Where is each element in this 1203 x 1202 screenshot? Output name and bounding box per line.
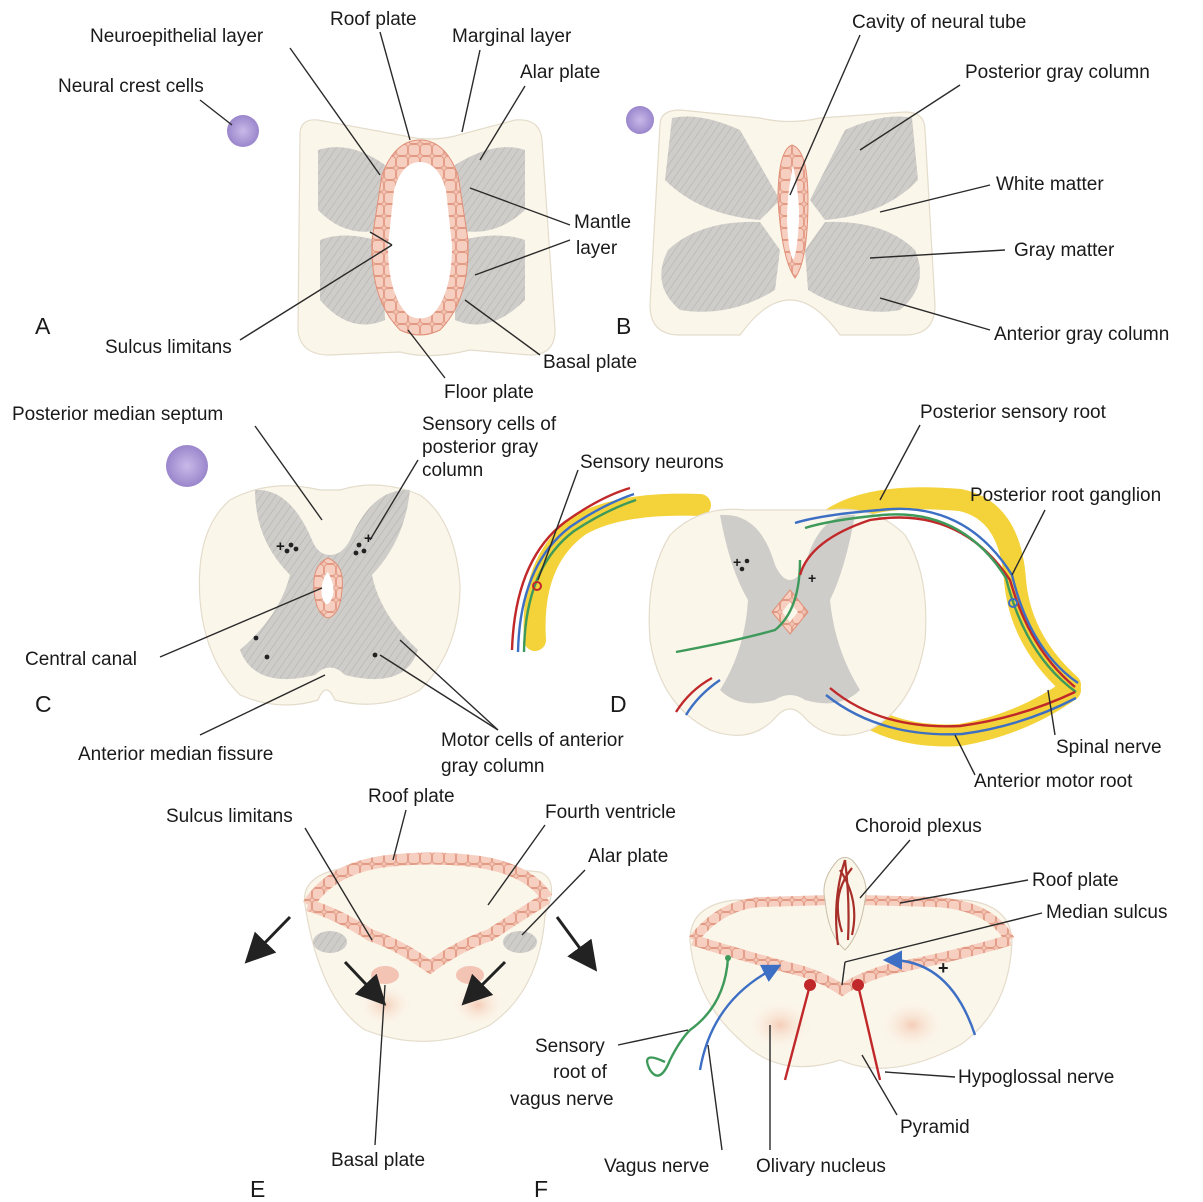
- label-posterior-sensory-root: Posterior sensory root: [920, 402, 1107, 423]
- label-anterior-median-fissure: Anterior median fissure: [78, 744, 273, 765]
- label-roof-plate-a: Roof plate: [330, 9, 417, 30]
- hindbrain-outline-e: [305, 865, 552, 1042]
- label-median-sulcus: Median sulcus: [1046, 902, 1167, 923]
- panel-letter-c: C: [35, 691, 52, 717]
- label-choroid-plexus: Choroid plexus: [855, 816, 982, 837]
- label-central-canal: Central canal: [25, 649, 137, 670]
- basal-plate-left-e: [371, 966, 399, 984]
- label-sensory-cells-3: column: [422, 460, 483, 481]
- label-motor-cells-2: gray column: [441, 756, 545, 777]
- label-alar-plate-a: Alar plate: [520, 62, 600, 83]
- svg-text:+: +: [808, 570, 816, 586]
- panel-letter-b: B: [616, 313, 631, 339]
- label-posterior-median-septum: Posterior median septum: [12, 404, 223, 425]
- label-sulcus-limitans-a: Sulcus limitans: [105, 337, 232, 358]
- label-floor-plate-a: Floor plate: [444, 382, 534, 403]
- label-sensory-cells-1: Sensory cells of: [422, 414, 557, 435]
- sensory-root-node: [725, 955, 731, 961]
- label-hypoglossal-nerve: Hypoglossal nerve: [958, 1067, 1114, 1088]
- alar-plate-left-e: [313, 931, 347, 953]
- label-sensory-cells-2: posterior gray: [422, 437, 539, 458]
- central-cavity: [388, 162, 452, 319]
- arrow-out-right: [557, 917, 590, 962]
- label-basal-plate-a: Basal plate: [543, 352, 637, 373]
- label-spinal-nerve: Spinal nerve: [1056, 737, 1162, 758]
- svg-text:+: +: [733, 554, 741, 570]
- arrow-out-left: [253, 917, 290, 955]
- label-roof-plate-f: Roof plate: [1032, 870, 1119, 891]
- label-anterior-motor-root: Anterior motor root: [974, 771, 1133, 792]
- label-marginal-layer: Marginal layer: [452, 26, 572, 47]
- neural-crest-cells-c: [166, 445, 208, 487]
- panel-letter-f: F: [534, 1176, 548, 1202]
- panel-c: + +: [166, 445, 460, 705]
- panel-d: + +: [512, 488, 1078, 735]
- neural-crest-cells-b: [626, 106, 654, 134]
- panel-a: [227, 115, 555, 356]
- panel-f: +: [647, 858, 1012, 1081]
- label-mantle-layer-2: layer: [576, 238, 618, 259]
- label-olivary-nucleus: Olivary nucleus: [756, 1156, 886, 1177]
- panel-letter-a: A: [35, 313, 51, 339]
- label-sensory-neurons: Sensory neurons: [580, 452, 724, 473]
- label-motor-cells-1: Motor cells of anterior: [441, 730, 624, 751]
- label-cavity-of-neural-tube: Cavity of neural tube: [852, 12, 1026, 33]
- label-sensory-root-1: Sensory: [535, 1036, 605, 1057]
- label-vagus-nerve: Vagus nerve: [604, 1156, 709, 1177]
- panel-letter-e: E: [250, 1176, 265, 1202]
- panel-letter-d: D: [610, 691, 627, 717]
- pink-glow-right-f: [878, 999, 946, 1051]
- label-neural-crest-cells: Neural crest cells: [58, 76, 204, 97]
- label-roof-plate-e: Roof plate: [368, 786, 455, 807]
- label-posterior-root-ganglion: Posterior root ganglion: [970, 485, 1161, 506]
- label-fourth-ventricle-e: Fourth ventricle: [545, 802, 676, 823]
- label-posterior-gray-column: Posterior gray column: [965, 62, 1150, 83]
- basal-plate-right-e: [456, 966, 484, 984]
- alar-plate-right-e: [503, 931, 537, 953]
- label-alar-plate-e: Alar plate: [588, 846, 668, 867]
- cross-mark-f: +: [938, 958, 949, 978]
- label-neuroepithelial-layer: Neuroepithelial layer: [90, 26, 264, 47]
- label-sulcus-limitans-e: Sulcus limitans: [166, 806, 293, 827]
- label-gray-matter: Gray matter: [1014, 240, 1115, 261]
- label-sensory-root-3: vagus nerve: [510, 1089, 614, 1110]
- svg-text:+: +: [276, 538, 285, 555]
- neural-crest-cells: [227, 115, 259, 147]
- label-basal-plate-e: Basal plate: [331, 1150, 425, 1171]
- label-sensory-root-2: root of: [553, 1062, 608, 1083]
- label-white-matter: White matter: [996, 174, 1104, 195]
- label-anterior-gray-column: Anterior gray column: [994, 324, 1169, 345]
- panel-e: [253, 859, 590, 1042]
- label-mantle-layer-1: Mantle: [574, 212, 631, 233]
- label-pyramid: Pyramid: [900, 1117, 970, 1138]
